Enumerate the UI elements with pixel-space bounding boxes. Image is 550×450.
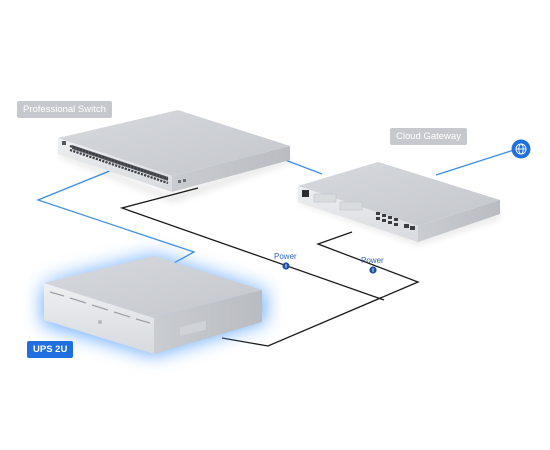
power-label-gateway: Power <box>361 256 384 265</box>
ethernet-cable-switch-to-ups <box>36 169 196 265</box>
power-plug-icon <box>282 262 290 270</box>
power-cable-gateway-to-ups <box>221 231 420 347</box>
switch-label: Professional Switch <box>17 101 112 118</box>
professional-switch-device <box>58 110 290 202</box>
globe-icon <box>511 139 531 159</box>
gateway-label: Cloud Gateway <box>390 128 467 145</box>
cloud-gateway-device <box>298 162 500 244</box>
power-plug-icon <box>369 266 377 274</box>
ups-2u-device <box>42 254 266 356</box>
ups-label: UPS 2U <box>27 341 74 358</box>
ethernet-cable-gateway-to-internet <box>435 149 515 176</box>
power-label-switch: Power <box>274 252 297 261</box>
power-cables <box>119 187 420 347</box>
power-cable-switch-to-ups <box>119 187 385 301</box>
